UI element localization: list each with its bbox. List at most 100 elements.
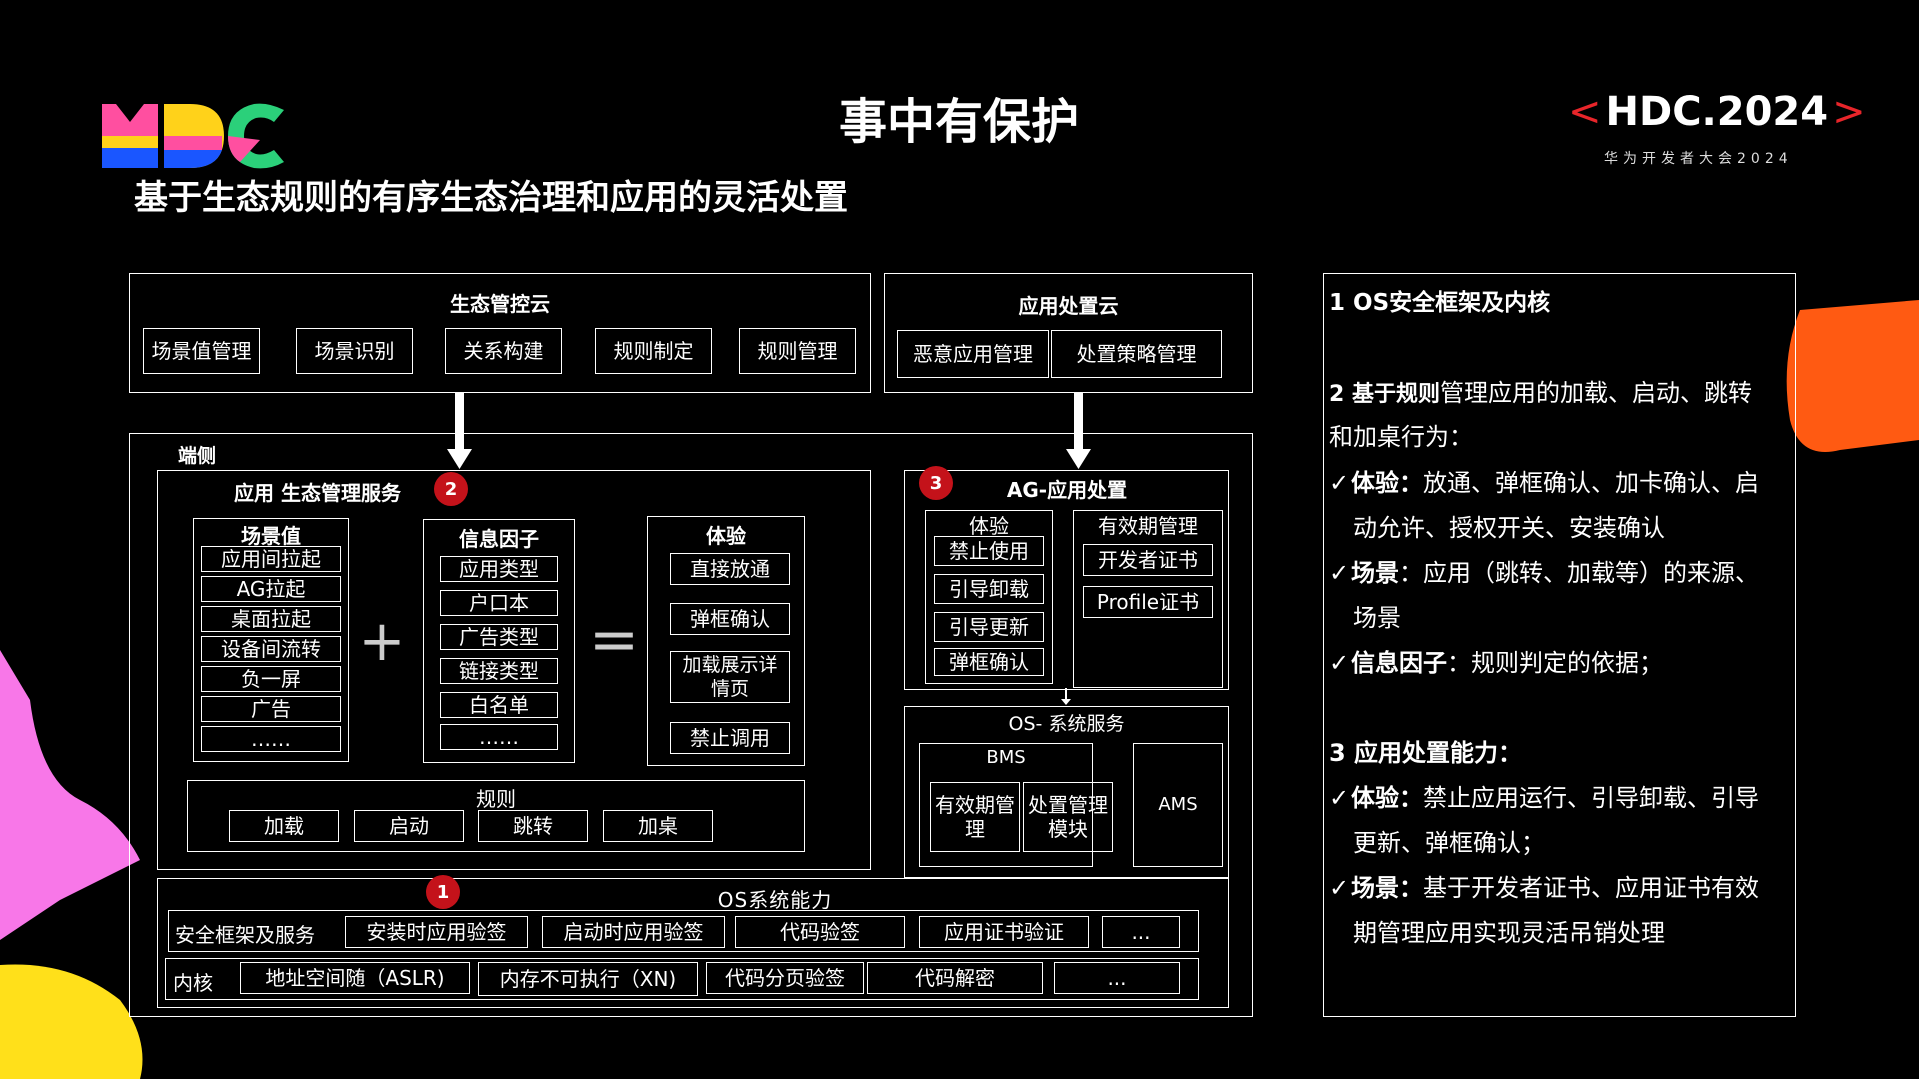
arrow-app-down-icon [1066,393,1091,469]
ag-disposal-box [904,470,1229,690]
rules-box [187,780,805,852]
security-framework-label: 安全框架及服务 [175,923,315,947]
sec-code-verify: 代码验签 [735,916,905,948]
check-icon: ✓ [1329,469,1350,497]
panel-section-1: 1 OS安全框架及内核 [1329,290,1551,316]
scene-item-device-flow: 设备间流转 [201,636,341,662]
rule-item-jump: 跳转 [478,810,588,842]
equals-icon: = [588,605,640,675]
device-side-label: 端侧 [178,445,217,467]
eco-control-cloud [129,273,871,393]
rule-item-desktop: 加桌 [603,810,713,842]
factor-item-whitelist: 白名单 [440,692,558,718]
scene-value-title: 场景值 [241,524,301,548]
exp-item-load-detail: 加载展示详情页 [670,651,790,703]
eco-experience-title: 体验 [706,524,746,548]
factor-item-more: …… [440,724,558,750]
eco-item-scene-recognition: 场景识别 [296,328,413,374]
kernel-xn: 内存不可执行（XN) [478,962,698,996]
rule-item-load: 加载 [229,810,339,842]
check-icon: ✓ [1329,784,1350,812]
disposal-policy-mgmt: 处置策略管理 [1051,330,1222,378]
factor-item-ad-type: 广告类型 [440,624,558,650]
yellow-shape [0,964,143,1079]
os-capability-box [157,878,1229,1008]
eco-item-rule-make: 规则制定 [595,328,712,374]
hdc2024-brand: <HDC.2024> [1568,92,1866,132]
bms-validity-mgmt: 有效期管理 [930,782,1020,852]
os-system-service-title: OS- 系统服务 [1008,713,1125,735]
page-subtitle: 基于生态规则的有序生态治理和应用的灵活处置 [134,178,848,218]
sec-more: ... [1102,916,1180,948]
kernel-label: 内核 [173,971,213,995]
info-factor-box [423,519,575,763]
eco-item-scene-value-mgmt: 场景值管理 [143,328,260,374]
eco-mgmt-service-title: 应用 生态管理服务 [234,481,401,505]
badge-1: 1 [426,875,460,909]
scene-item-desktop: 桌面拉起 [201,606,341,632]
os-capability-title: OS系统能力 [717,888,833,912]
panel-section-2: 2 基于规则管理应用的加载、启动、跳转 [1329,379,1752,407]
exp-item-allow: 直接放通 [670,553,790,585]
ag-validity-title: 有效期管理 [1098,514,1198,538]
ag-experience-box [925,510,1053,684]
panel-bullet-disposal-exp: ✓体验：禁止应用运行、引导卸载、引导 [1329,784,1759,812]
check-icon: ✓ [1329,649,1350,677]
bms-box [919,743,1093,867]
exp-item-forbid-call: 禁止调用 [670,722,790,754]
ag-exp-popup-confirm: 弹框确认 [934,648,1044,676]
security-framework-row [168,910,1199,952]
hdc2024-subtext: 华为开发者大会2024 [1604,151,1793,167]
scene-item-minus-one: 负一屏 [201,666,341,692]
sec-cert-verify: 应用证书验证 [919,916,1089,948]
info-factor-title: 信息因子 [459,527,539,551]
badge-2: 2 [434,472,468,506]
eco-control-cloud-title: 生态管控云 [450,292,550,316]
eco-item-relation-build: 关系构建 [445,328,562,374]
kernel-code-page-verify: 代码分页验签 [706,962,864,994]
arrow-ag-to-os-icon [1061,688,1071,705]
panel-bullet-factor: ✓信息因子：规则判定的依据； [1329,649,1663,677]
kernel-more: ... [1054,962,1180,994]
ag-validity-box [1073,510,1223,688]
os-system-service [904,706,1229,878]
arrow-eco-down-icon [447,393,472,469]
hdc-text: HDC.2024 [1605,89,1829,135]
ag-experience-title: 体验 [969,514,1009,538]
eco-experience-box [647,516,805,766]
device-side [129,433,1253,1017]
panel-section-2-cont: 和加桌行为： [1329,423,1473,451]
panel-bullet-disposal-scene: ✓场景：基于开发者证书、应用证书有效 [1329,874,1759,902]
hdc-bracket-right: > [1832,89,1866,135]
kernel-aslr: 地址空间随（ASLR) [240,962,470,994]
ag-validity-profile-cert: Profile证书 [1083,586,1213,618]
eco-mgmt-service [157,470,871,870]
eco-item-rule-mgmt: 规则管理 [739,328,856,374]
malicious-app-mgmt: 恶意应用管理 [897,330,1049,378]
panel-bullet-scene: ✓场景：应用（跳转、加载等）的来源、 [1329,559,1759,587]
bms-disposal-module: 处置管理模块 [1023,782,1113,852]
factor-item-app-type: 应用类型 [440,556,558,582]
badge-3: 3 [919,466,953,500]
ag-exp-guide-uninstall: 引导卸载 [934,574,1044,604]
exp-item-popup-confirm: 弹框确认 [670,603,790,635]
ag-exp-guide-update: 引导更新 [934,612,1044,642]
panel-bullet-disposal-exp-cont: 更新、弹框确认； [1353,829,1545,857]
scene-item-inter-app: 应用间拉起 [201,546,341,572]
plus-icon: + [358,609,406,674]
page-title: 事中有保护 [838,94,1079,150]
rules-title: 规则 [476,787,516,811]
scene-item-ag: AG拉起 [201,576,341,602]
sec-install-verify: 安装时应用验签 [345,916,528,948]
panel-bullet-disposal-scene-cont: 期管理应用实现灵活吊销处理 [1353,919,1665,947]
check-icon: ✓ [1329,874,1350,902]
panel-bullet-experience: ✓体验：放通、弹框确认、加卡确认、启 [1329,469,1759,497]
hdc-logo-icon [102,103,284,169]
scene-item-ad: 广告 [201,696,341,722]
ag-disposal-title: AG-应用处置 [1006,478,1128,502]
panel-bullet-experience-cont: 动允许、授权开关、安装确认 [1353,514,1665,542]
factor-item-hukou: 户口本 [440,590,558,616]
rule-item-start: 启动 [354,810,464,842]
app-disposal-cloud-title: 应用处置云 [1018,294,1119,318]
panel-section-3: 3 应用处置能力： [1329,739,1523,767]
